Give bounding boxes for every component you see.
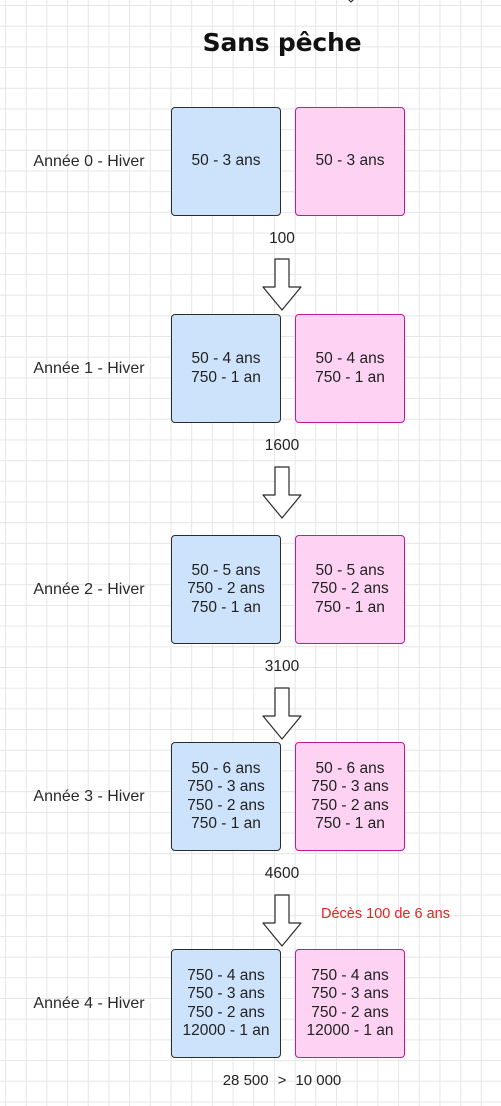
blue-box-line: 750 - 1 an — [191, 815, 261, 832]
blue-box-line: 750 - 1 an — [191, 598, 261, 616]
blue-box-year-4[interactable]: 750 - 4 ans 750 - 3 ans 750 - 2 ans 1200… — [171, 949, 281, 1058]
final-left-value: 28 500 — [222, 1072, 269, 1089]
pink-box-year-4[interactable]: 750 - 4 ans 750 - 3 ans 750 - 2 ans 1200… — [295, 949, 405, 1058]
down-arrow-icon — [262, 258, 302, 311]
blue-box-year-3[interactable]: 50 - 6 ans 750 - 3 ans 750 - 2 ans 750 -… — [171, 742, 281, 851]
pink-box-line: 50 - 4 ans — [315, 350, 385, 367]
blue-box-line: 50 - 3 ans — [191, 152, 261, 170]
blue-box-line: 750 - 2 ans — [187, 796, 265, 814]
blue-box-line: 750 - 3 ans — [187, 778, 265, 795]
blue-box-line: 750 - 3 ans — [187, 985, 265, 1002]
year-label-1: Année 1 - Hiver — [33, 360, 145, 377]
page-title: Sans pêche — [202, 28, 362, 57]
blue-box-line: 12000 - 1 an — [182, 1022, 270, 1039]
pink-box-line: 750 - 1 an — [315, 598, 385, 616]
pink-box-line: 750 - 3 ans — [311, 985, 389, 1002]
pink-box-line: 750 - 2 ans — [311, 580, 389, 598]
pink-box-line: 750 - 1 an — [315, 815, 385, 832]
pink-box-line: 50 - 5 ans — [315, 561, 385, 579]
pink-box-year-1[interactable]: 50 - 4 ans 750 - 1 an — [295, 314, 405, 423]
pink-box-line: 12000 - 1 an — [306, 1022, 394, 1039]
final-comparison: 28 500 >10 000 — [0, 1072, 501, 1089]
total-year-2: 3100 — [264, 658, 300, 675]
blue-box-year-0[interactable]: 50 - 3 ans — [171, 107, 281, 216]
blue-box-line: 750 - 2 ans — [187, 580, 265, 598]
final-right-value: 10 000 — [295, 1072, 342, 1089]
pink-box-line: 50 - 6 ans — [315, 759, 385, 777]
pink-box-year-2[interactable]: 50 - 5 ans 750 - 2 ans 750 - 1 an — [295, 535, 405, 644]
blue-box-line: 50 - 4 ans — [191, 350, 261, 367]
pink-box-line: 50 - 3 ans — [315, 152, 385, 170]
year-label-2: Année 2 - Hiver — [33, 581, 145, 598]
total-year-3: 4600 — [264, 865, 300, 882]
blue-box-line: 750 - 2 ans — [187, 1003, 265, 1021]
pink-box-line: 750 - 4 ans — [311, 966, 389, 984]
pink-box-line: 750 - 3 ans — [311, 778, 389, 795]
total-year-1: 1600 — [264, 437, 300, 454]
year-label-0: Année 0 - Hiver — [33, 153, 145, 170]
blue-box-year-2[interactable]: 50 - 5 ans 750 - 2 ans 750 - 1 an — [171, 535, 281, 644]
down-arrow-icon — [262, 687, 302, 740]
pink-box-year-0[interactable]: 50 - 3 ans — [295, 107, 405, 216]
blue-box-year-1[interactable]: 50 - 4 ans 750 - 1 an — [171, 314, 281, 423]
pink-box-year-3[interactable]: 50 - 6 ans 750 - 3 ans 750 - 2 ans 750 -… — [295, 742, 405, 851]
death-annotation: Décès 100 de 6 ans — [321, 906, 450, 922]
total-year-0: 100 — [269, 230, 295, 247]
pink-box-line: 750 - 2 ans — [311, 1003, 389, 1021]
pink-box-line: 750 - 2 ans — [311, 796, 389, 814]
year-label-4: Année 4 - Hiver — [33, 995, 145, 1012]
down-arrow-icon — [262, 466, 302, 519]
pink-box-line: 750 - 1 an — [315, 368, 385, 386]
blue-box-line: 50 - 6 ans — [191, 759, 261, 777]
blue-box-line: 750 - 1 an — [191, 368, 261, 386]
blue-box-line: 750 - 4 ans — [187, 966, 265, 984]
final-operator: > — [277, 1072, 287, 1089]
down-arrow-icon — [262, 894, 302, 947]
blue-box-line: 50 - 5 ans — [191, 561, 261, 579]
top-partial-arrow-icon — [348, 0, 354, 3]
year-label-3: Année 3 - Hiver — [33, 788, 145, 805]
